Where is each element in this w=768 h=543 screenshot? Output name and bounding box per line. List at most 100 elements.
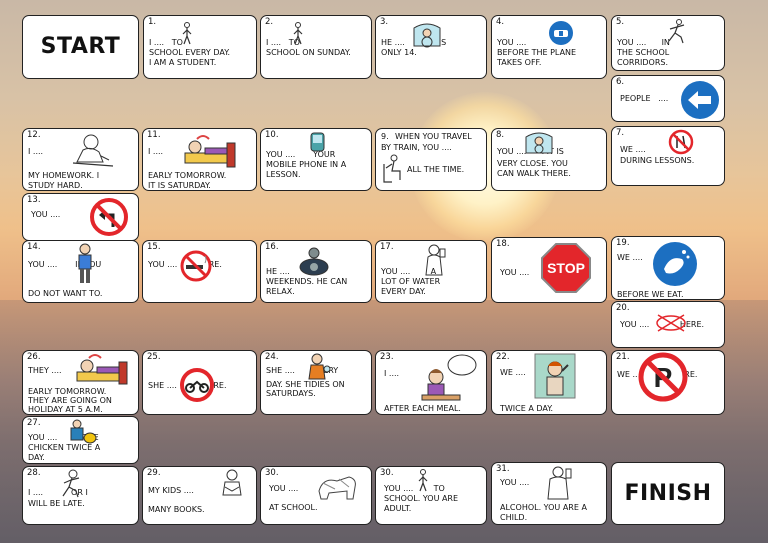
board-square-25: 25. SHE .... HERE. [142,350,257,415]
square-number: 5. [616,17,625,27]
no-parking-sign-icon: P [638,352,688,402]
board-square-12: 12. I .... MY HOMEWORK. I STUDY HARD. [22,128,139,191]
square-number: 19. [616,238,630,248]
square-text: I .... TO [149,38,183,47]
square-text: VERY CLOSE. YOU [497,159,568,168]
mobile-phone-icon [310,132,325,152]
square-number: 23. [380,352,394,362]
board-square-5: 5. YOU .... IN THE SCHOOL CORRIDORS. [611,15,725,71]
square-text: TWICE A DAY. [500,404,554,413]
square-text: WE .... [500,368,526,377]
square-number: 27. [27,418,41,428]
seatbelt-sign-icon [549,21,573,45]
no-eating-drinking-sign-icon [668,129,694,155]
square-text: STUDY HARD. [28,181,83,190]
car-driver-icon [413,23,441,48]
square-number: 4. [496,17,505,27]
board-square-28: 28. I .... OR I WILL BE LATE. [22,466,139,525]
square-text: EVERY DAY. [381,287,426,296]
square-number: 10. [265,130,279,140]
square-number: 31. [496,464,510,474]
square-text: MANY BOOKS. [148,505,205,514]
bed-sleeping-icon [76,354,128,385]
square-number: 26. [27,352,41,362]
square-number: 18. [496,239,510,249]
square-text: YOU .... TO [384,484,445,493]
square-text: I AM A STUDENT. [149,58,217,67]
board-square-21: 21. WE .... HERE. P [611,350,725,415]
square-text: YOU .... [497,38,527,47]
student-writing-icon [72,134,114,167]
bed-sleeping-icon [184,135,236,168]
square-text: RELAX. [266,287,295,296]
square-number: 28. [27,468,41,478]
no-turn-left-sign-icon [90,198,128,236]
square-text: HOLIDAY AT 5 A.M. [28,405,103,414]
boy-icon [78,243,92,283]
square-number: 6. [616,77,625,87]
board-square-31: 31. YOU .... ALCOHOL. YOU ARE A CHILD. [491,462,607,525]
square-text: MY HOMEWORK. I [28,171,100,180]
square-text: MY KIDS .... [148,486,194,495]
square-text: YOU .... IN [617,38,670,47]
square-text: I .... TO [266,38,300,47]
board-square-26: 26. THEY .... EARLY TOMORROW. THEY ARE G… [22,350,139,415]
square-text: YOU .... [31,210,61,219]
person-drinking-icon [425,244,446,276]
running-person-icon [668,19,685,44]
board-square-10: 10. YOU .... YOUR MOBILE PHONE IN A LESS… [260,128,372,191]
square-text: SCHOOL EVERY DAY. [149,48,231,57]
board-square-22: 22. WE .... TWICE A DAY. [491,350,607,415]
square-text: MOBILE PHONE IN A [266,160,347,169]
board-square-20: 20. YOU .... HERE. [611,301,725,348]
walking-person-icon [293,22,303,45]
board-square-13: 13. YOU .... [22,193,139,241]
square-text: DURING LESSONS. [620,156,695,165]
board-square-17: 17. YOU .... A LOT OF WATER EVERY DAY. [375,240,487,303]
finish-square: FINISH [611,462,725,525]
square-text: ADULT. [384,504,412,513]
square-text: CHILD. [500,513,528,522]
square-number: 15. [147,242,161,252]
square-text: YOU .... [269,484,299,493]
man-driving-icon [299,247,329,276]
square-number: 9. [381,132,389,141]
square-number: 17. [380,242,394,252]
square-text: YOU .... A [381,267,437,276]
square-text: AT SCHOOL. [269,503,318,512]
running-boy-icon [62,469,80,498]
square-text: I .... [28,147,44,156]
square-text: YOU .... [500,268,530,277]
square-text: LOT OF WATER [381,277,441,286]
square-text: BEFORE WE EAT. [617,290,684,299]
square-text: I .... [384,369,400,378]
start-square: START [22,15,139,79]
svg-text:STOP: STOP [547,260,585,276]
board-square-11: 11. I .... EARLY TOMORROW. IT IS SATURDA… [142,128,257,191]
square-text: WEEKENDS. HE CAN [266,277,348,286]
square-number: 1. [148,17,157,27]
square-number: 14. [27,242,41,252]
board-square-8: 8. YOU .... . IT IS VERY CLOSE. YOU CAN … [491,128,607,191]
square-text: WE .... [620,145,646,154]
square-text: YOU .... YOUR [266,150,336,159]
stop-sign-icon: STOP [541,243,591,293]
board-square-7: 7. WE .... DURING LESSONS. [611,126,725,186]
no-smoking-sign-icon [180,250,212,282]
walking-person-icon [182,22,192,45]
square-number: 7. [616,128,625,138]
square-text: YOU .... HERE. [620,320,705,329]
board-square-9: 9. WHEN YOU TRAVEL BY TRAIN, YOU .... AL… [375,128,487,191]
square-text: DAY. [28,453,45,462]
square-text: WHEN YOU TRAVEL [395,132,472,141]
board-square-27: 27. YOU .... THE CHICKEN TWICE A DAY. [22,416,139,464]
square-text: ALL THE TIME. [407,165,465,174]
square-text: I .... [148,147,164,156]
square-text: DAY. SHE TIDIES ON [266,380,345,389]
square-number: 11. [147,130,161,140]
board-square-14: 14. YOU .... IF YOU DO NOT WANT TO. [22,240,139,303]
no-dog-icon [318,476,356,500]
board-square-2: 2. I .... TO SCHOOL ON SUNDAY. [260,15,372,79]
board-square-30: 30. YOU .... AT SCHOOL. [260,466,372,525]
square-text: WILL BE LATE. [28,499,85,508]
